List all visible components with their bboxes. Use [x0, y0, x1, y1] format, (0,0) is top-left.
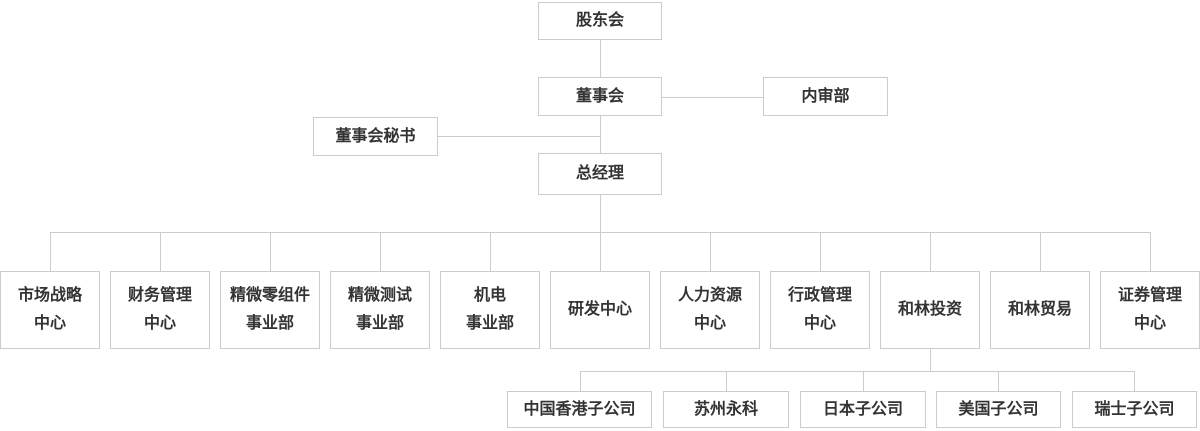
node-dept-electromechanical-division: 机电 事业部: [440, 271, 540, 349]
connector-stub-department: [930, 232, 931, 271]
node-sub-hongkong-subsidiary: 中国香港子公司: [507, 391, 652, 428]
node-dept-precision-testing-division: 精微测试 事业部: [330, 271, 430, 349]
connector-stub-department: [600, 232, 601, 271]
connector-subsidiary-bus: [580, 371, 1134, 372]
connector-board-internal-audit: [662, 97, 763, 98]
node-board-secretary: 董事会秘书: [313, 117, 438, 156]
connector-general-manager-down: [600, 195, 601, 232]
node-internal-audit: 内审部: [763, 77, 888, 116]
connector-stub-subsidiary: [726, 371, 727, 391]
connector-stub-department: [50, 232, 51, 271]
node-shareholders: 股东会: [538, 2, 662, 40]
node-dept-rd-center: 研发中心: [550, 271, 650, 349]
node-sub-japan-subsidiary: 日本子公司: [800, 391, 926, 428]
connector-stub-department: [1150, 232, 1151, 271]
connector-shareholders-board: [600, 40, 601, 77]
connector-stub-department: [820, 232, 821, 271]
node-dept-hr-center: 人力资源 中心: [660, 271, 760, 349]
node-sub-suzhou-yongke: 苏州永科: [663, 391, 789, 428]
node-dept-helin-investment: 和林投资: [880, 271, 980, 349]
connector-stub-department: [710, 232, 711, 271]
node-dept-precision-components-division: 精微零组件 事业部: [220, 271, 320, 349]
connector-stub-subsidiary: [580, 371, 581, 391]
node-board: 董事会: [538, 77, 662, 116]
connector-board-secretary-trunk: [438, 136, 600, 137]
connector-helin-investment-down: [930, 349, 931, 371]
connector-stub-department: [270, 232, 271, 271]
node-sub-switzerland-subsidiary: 瑞士子公司: [1072, 391, 1197, 428]
connector-stub-subsidiary: [1134, 371, 1135, 391]
node-sub-us-subsidiary: 美国子公司: [936, 391, 1061, 428]
node-dept-securities-management-center: 证券管理 中心: [1100, 271, 1200, 349]
connector-board-general-manager: [600, 116, 601, 153]
connector-stub-department: [490, 232, 491, 271]
node-general-manager: 总经理: [538, 153, 662, 195]
node-dept-administration-center: 行政管理 中心: [770, 271, 870, 349]
connector-stub-department: [160, 232, 161, 271]
node-dept-helin-trading: 和林贸易: [990, 271, 1090, 349]
connector-stub-subsidiary: [998, 371, 999, 391]
connector-stub-department: [380, 232, 381, 271]
connector-stub-subsidiary: [863, 371, 864, 391]
node-dept-finance-management-center: 财务管理 中心: [110, 271, 210, 349]
node-dept-market-strategy-center: 市场战略 中心: [0, 271, 100, 349]
connector-stub-department: [1040, 232, 1041, 271]
